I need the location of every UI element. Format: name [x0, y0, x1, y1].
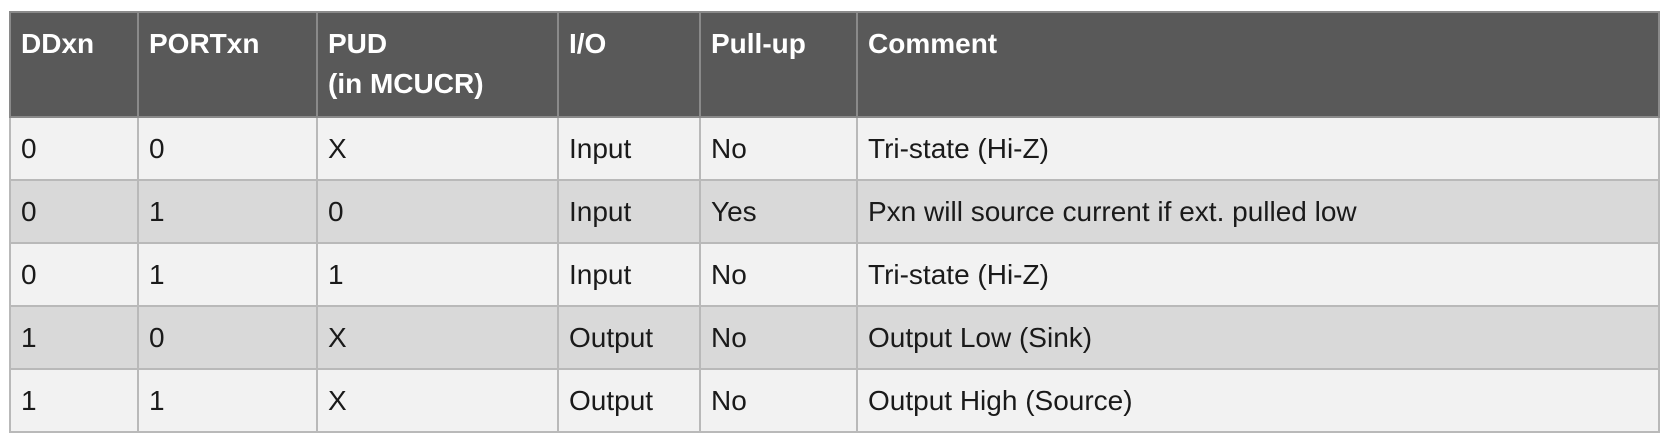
table-row: 1 0 X Output No Output Low (Sink) [9, 305, 1660, 370]
cell-ddxn: 1 [9, 305, 139, 370]
header-ddxn: DDxn [9, 11, 139, 118]
cell-pullup: No [699, 305, 858, 370]
header-pud: PUD (in MCUCR) [316, 11, 559, 118]
header-comment: Comment [856, 11, 1660, 118]
header-row: DDxn PORTxn PUD (in MCUCR) I/O Pull-up C… [9, 11, 1660, 118]
cell-io: Input [557, 242, 701, 307]
table-row: 0 0 X Input No Tri-state (Hi-Z) [9, 116, 1660, 181]
port-pin-configuration-table: DDxn PORTxn PUD (in MCUCR) I/O Pull-up C… [9, 11, 1660, 433]
cell-pullup: No [699, 116, 858, 181]
table-row: 0 1 0 Input Yes Pxn will source current … [9, 179, 1660, 244]
cell-comment: Pxn will source current if ext. pulled l… [856, 179, 1660, 244]
header-pullup: Pull-up [699, 11, 858, 118]
cell-comment: Tri-state (Hi-Z) [856, 242, 1660, 307]
cell-portxn: 1 [137, 242, 318, 307]
cell-pullup: No [699, 242, 858, 307]
cell-portxn: 0 [137, 305, 318, 370]
cell-pud: X [316, 116, 559, 181]
cell-ddxn: 0 [9, 179, 139, 244]
cell-ddxn: 0 [9, 242, 139, 307]
header-io: I/O [557, 11, 701, 118]
cell-io: Output [557, 305, 701, 370]
table-body: 0 0 X Input No Tri-state (Hi-Z) 0 1 0 In… [9, 116, 1660, 433]
cell-portxn: 1 [137, 368, 318, 433]
header-pud-line1: PUD [328, 28, 388, 59]
table-row: 0 1 1 Input No Tri-state (Hi-Z) [9, 242, 1660, 307]
cell-pud: X [316, 368, 559, 433]
table-header: DDxn PORTxn PUD (in MCUCR) I/O Pull-up C… [9, 11, 1660, 118]
cell-pud: 1 [316, 242, 559, 307]
cell-comment: Tri-state (Hi-Z) [856, 116, 1660, 181]
cell-comment: Output Low (Sink) [856, 305, 1660, 370]
cell-comment: Output High (Source) [856, 368, 1660, 433]
cell-io: Input [557, 179, 701, 244]
cell-ddxn: 1 [9, 368, 139, 433]
cell-pullup: Yes [699, 179, 858, 244]
cell-pud: X [316, 305, 559, 370]
cell-portxn: 0 [137, 116, 318, 181]
cell-io: Output [557, 368, 701, 433]
header-pud-line2: (in MCUCR) [328, 68, 484, 99]
cell-ddxn: 0 [9, 116, 139, 181]
header-portxn: PORTxn [137, 11, 318, 118]
cell-portxn: 1 [137, 179, 318, 244]
cell-io: Input [557, 116, 701, 181]
table-row: 1 1 X Output No Output High (Source) [9, 368, 1660, 433]
cell-pullup: No [699, 368, 858, 433]
cell-pud: 0 [316, 179, 559, 244]
